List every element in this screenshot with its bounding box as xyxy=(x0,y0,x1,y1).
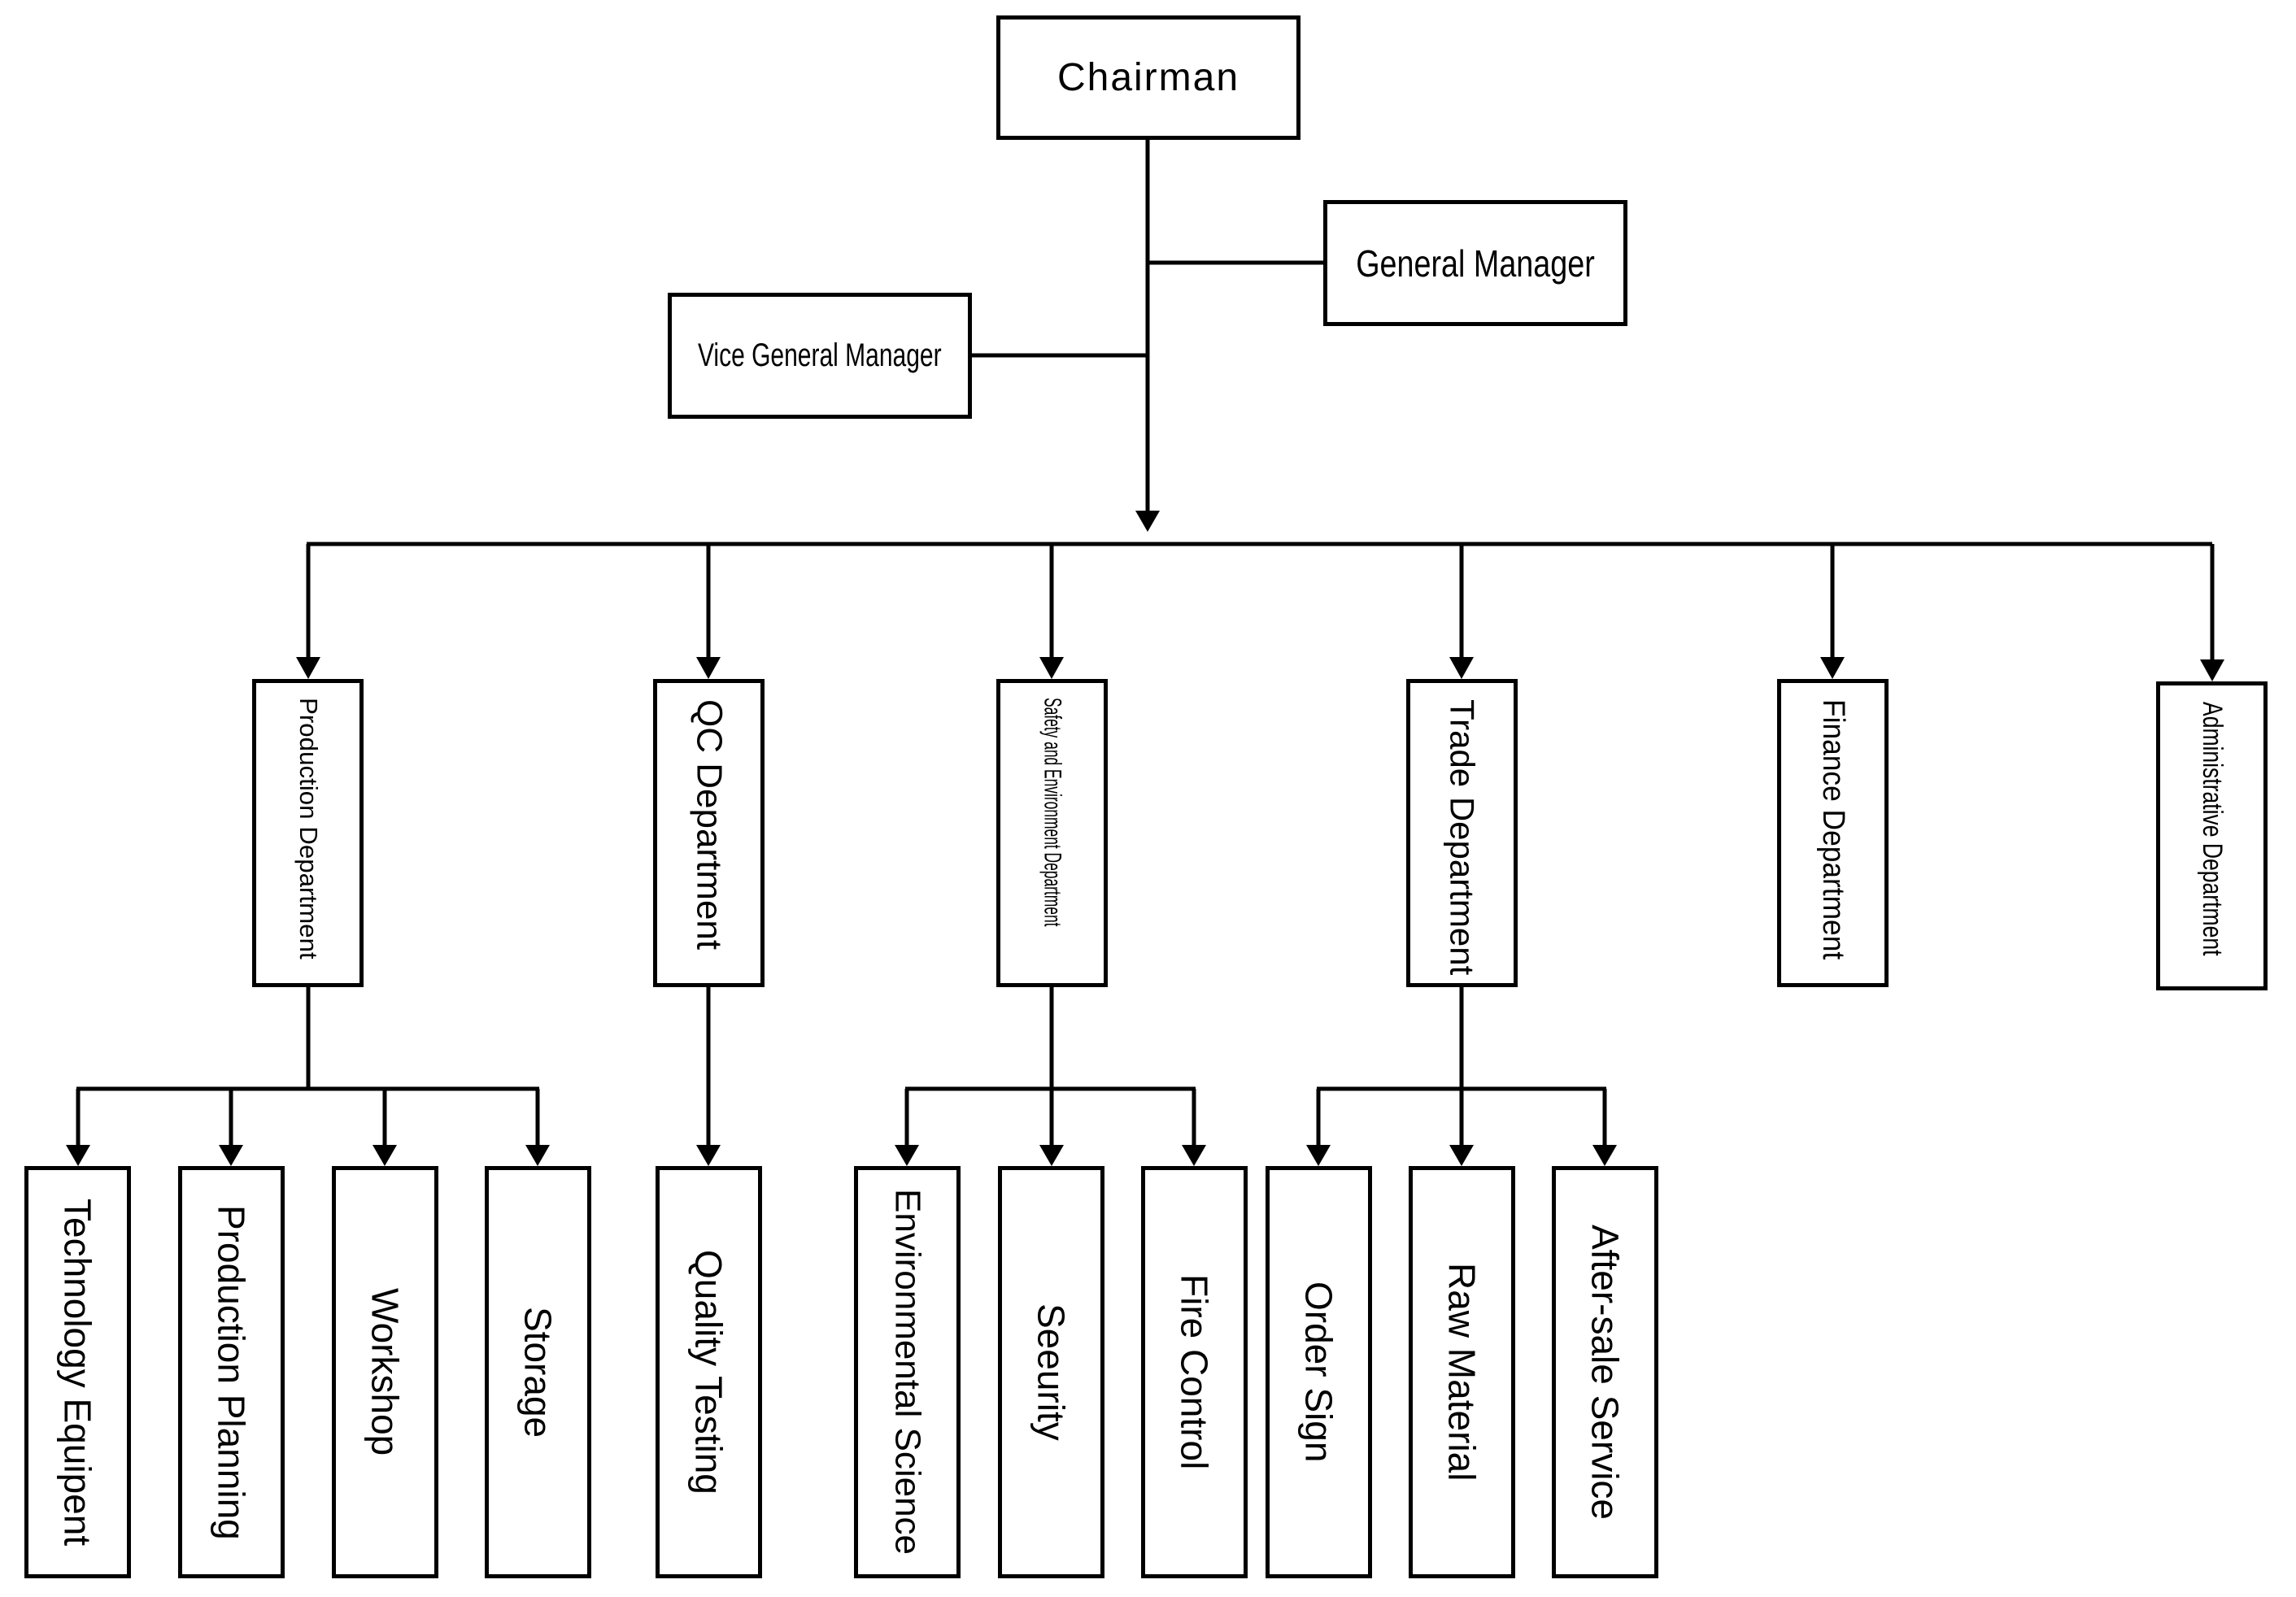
technology-equipent-box: Technology Equipent xyxy=(24,1166,131,1578)
general-manager-label: General Manager xyxy=(1356,242,1595,285)
environmental-science-box: Environmental Science xyxy=(854,1166,961,1578)
fire-control-label: Fire Control xyxy=(1173,1274,1216,1470)
quality-testing-label: Quality Testing xyxy=(687,1250,730,1495)
seeurity-label: Seeurity xyxy=(1030,1303,1073,1441)
administrative-department-box: Administrative Department xyxy=(2156,681,2268,990)
environmental-science-label: Environmental Science xyxy=(887,1189,928,1556)
qc-department-box: QC Department xyxy=(653,679,765,987)
storage-box: Storage xyxy=(485,1166,591,1578)
chairman-label: Chairman xyxy=(1057,56,1240,99)
fire-control-box: Fire Control xyxy=(1141,1166,1248,1578)
administrative-department-label: Administrative Department xyxy=(2197,702,2228,956)
general-manager-box: General Manager xyxy=(1323,200,1627,326)
technology-equipent-label: Technology Equipent xyxy=(56,1198,99,1547)
production-planning-box: Production Planning xyxy=(178,1166,285,1578)
workshop-box: Workshop xyxy=(332,1166,438,1578)
storage-label: Storage xyxy=(516,1306,560,1438)
trade-department-label: Trade Department xyxy=(1443,699,1482,976)
raw-material-box: Raw Material xyxy=(1409,1166,1515,1578)
production-department-box: Production Department xyxy=(252,679,364,987)
finance-department-box: Finance Department xyxy=(1777,679,1889,987)
raw-material-label: Raw Material xyxy=(1440,1263,1483,1482)
finance-department-label: Finance Department xyxy=(1816,699,1850,960)
order-sign-label: Order Sign xyxy=(1297,1282,1340,1463)
production-department-label: Production Department xyxy=(294,698,323,960)
seeurity-box: Seeurity xyxy=(998,1166,1104,1578)
trunk-arrowhead xyxy=(1135,511,1160,532)
safety-environment-department-box: Safety and Environment Department xyxy=(996,679,1108,987)
quality-testing-box: Quality Testing xyxy=(656,1166,762,1578)
trade-department-box: Trade Department xyxy=(1406,679,1518,987)
order-sign-box: Order Sign xyxy=(1266,1166,1372,1578)
vice-general-manager-label: Vice General Manager xyxy=(698,337,942,373)
safety-environment-department-label: Safety and Environment Department xyxy=(1039,698,1066,927)
vice-general-manager-box: Vice General Manager xyxy=(668,293,972,419)
production-planning-label: Production Planning xyxy=(210,1204,253,1540)
workshop-label: Workshop xyxy=(364,1288,407,1456)
after-sale-service-box: After-sale Service xyxy=(1552,1166,1658,1578)
qc-department-label: QC Department xyxy=(689,699,730,951)
chairman-box: Chairman xyxy=(996,15,1300,140)
after-sale-service-label: After-sale Service xyxy=(1584,1224,1627,1520)
